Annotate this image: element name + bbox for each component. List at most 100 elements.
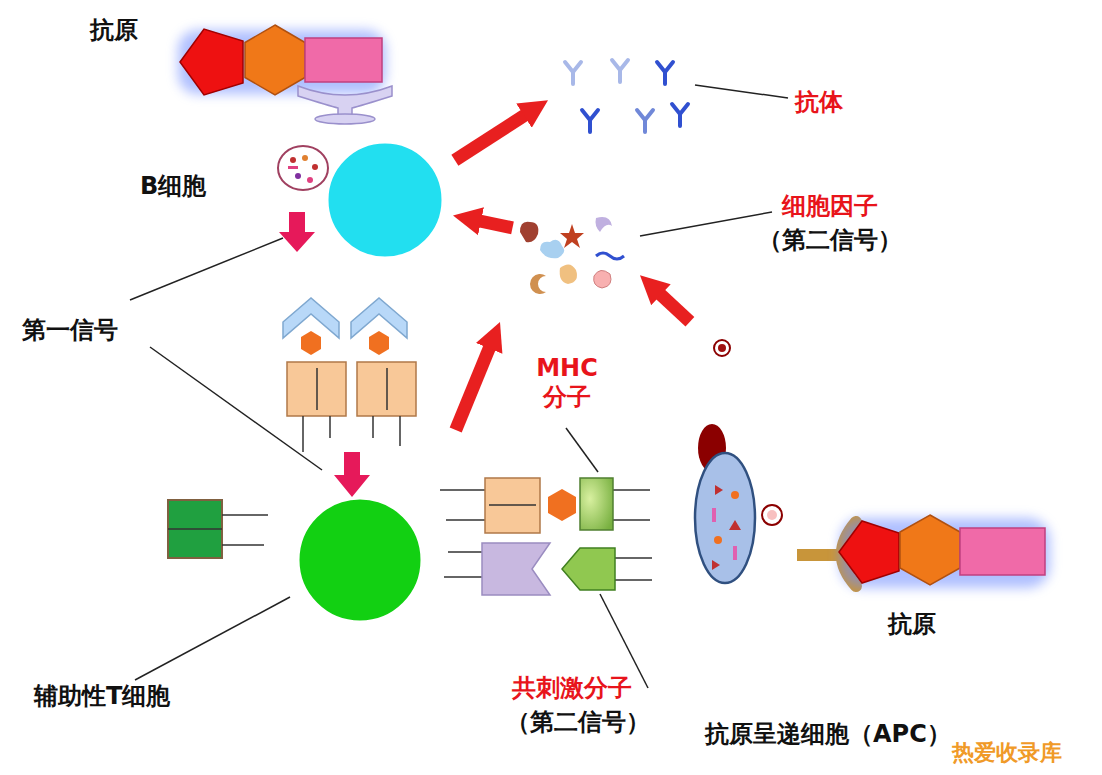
cd4-stalks	[222, 514, 268, 516]
antigen-presenting-cell: 抗原呈递细胞（APC）	[625, 255, 900, 700]
cd4-stalks	[222, 544, 264, 546]
endosome-fragments	[733, 546, 737, 560]
tcr-box	[357, 362, 416, 416]
vesicle-dot	[302, 155, 308, 161]
apc-spots	[756, 656, 764, 664]
tcr-divider	[316, 368, 318, 410]
mhc-label: MHC 分子	[522, 354, 612, 412]
cytokine-group: 细胞因子（第二信号）	[510, 212, 635, 300]
apc-granule	[762, 505, 782, 525]
b-cell-membrane	[259, 106, 441, 288]
endosome-fragments	[729, 520, 741, 530]
cytokine-glyphs	[594, 270, 611, 288]
cytokine-group-label: （第二信号）	[758, 226, 902, 255]
cytokine-glyphs	[540, 240, 564, 259]
cd4-divider	[168, 528, 222, 530]
endosome-fragments	[712, 560, 720, 570]
helper-t-cell-membrane	[261, 431, 449, 619]
tcr-stalks	[615, 557, 652, 559]
tcr-stalks	[440, 490, 652, 580]
b-cell-nucleus	[327, 142, 443, 258]
tcr-box	[485, 478, 540, 533]
antigen-pentagon	[839, 521, 899, 583]
cytokine-glyphs	[596, 217, 613, 232]
antigen-rect	[960, 528, 1045, 575]
b-cell-outline	[258, 105, 442, 289]
antibody-glyphs	[637, 110, 653, 132]
apc-granule	[718, 344, 726, 352]
vesicle-dot	[312, 164, 318, 170]
b-cell-vesicle	[278, 146, 328, 190]
cytokine-glyphs	[520, 217, 624, 294]
second-signal-label: （第二信号）	[506, 708, 650, 737]
mhc-molecule	[580, 478, 613, 530]
apc-spots	[837, 517, 843, 523]
tcr-stalks	[329, 416, 331, 438]
leader-line	[600, 594, 648, 688]
leader-line	[566, 428, 598, 472]
leader-line	[150, 347, 322, 470]
tcr-stalks	[372, 416, 374, 438]
apc-spots	[686, 326, 694, 334]
tcr-divider	[489, 504, 536, 506]
leader-line	[135, 597, 290, 680]
apc-spots	[742, 297, 748, 303]
antibody-glyphs	[672, 104, 688, 126]
apc-spots	[686, 616, 694, 624]
antigen-presenting-cell-outline	[625, 255, 900, 700]
antigen-presenting-cell-membrane	[636, 276, 897, 692]
receptor-base	[315, 114, 375, 124]
tcr-stalks	[613, 519, 650, 521]
vesicle-dot	[290, 157, 296, 163]
helper-t-cell-outline	[260, 430, 450, 620]
helper-t-cell: 辅助性T细胞	[260, 430, 450, 620]
leader-line	[695, 85, 788, 98]
endosome-fragments	[715, 485, 723, 495]
antigen-presenting-cell-label: 抗原呈递细胞（APC）	[705, 720, 951, 749]
antigen-top	[178, 25, 386, 95]
antibody-group: 抗体	[555, 50, 695, 135]
apc-granule	[767, 510, 777, 520]
cytokine-glyphs	[530, 274, 546, 294]
leader-line	[130, 238, 283, 300]
cytokine-group-label: 细胞因子	[782, 192, 878, 221]
signal-arrow	[456, 341, 493, 430]
cytokine-glyphs	[520, 222, 538, 243]
vesicle	[278, 146, 328, 190]
first-signal-label: 第一信号	[22, 316, 118, 345]
apc-spots	[827, 427, 833, 433]
apc-granule	[714, 340, 730, 356]
tcr-stalks	[444, 576, 482, 578]
antibody-glyphs	[582, 110, 598, 132]
apc-spots	[661, 416, 669, 424]
signal-arrow	[655, 289, 690, 322]
antibody-glyphs	[657, 62, 673, 84]
apc-spots	[766, 396, 774, 404]
cd4-stalks	[222, 515, 268, 545]
endosome-fragments	[731, 491, 739, 499]
apc-spots	[785, 595, 795, 605]
antigen-label: 抗原	[90, 16, 138, 45]
peptide-hexagon	[548, 489, 576, 521]
tcr-stalks	[302, 416, 304, 452]
peptide-hexagon	[369, 331, 389, 355]
tcr-divider	[386, 368, 388, 410]
endosome-fragments	[714, 536, 722, 544]
tcr-stalks	[448, 551, 482, 553]
first-signal-arrow	[279, 212, 315, 252]
cytokine-glyphs	[560, 264, 577, 284]
b-cell-label: B细胞	[140, 172, 206, 201]
apc-spots	[677, 557, 683, 563]
apc-endosome	[695, 453, 755, 583]
vesicle-dot	[295, 173, 301, 179]
apc-spots	[795, 355, 805, 365]
leader-line	[640, 212, 772, 236]
watermark: 热爱收录库	[952, 740, 1062, 766]
antigen-rect	[305, 38, 382, 82]
helper-t-cell-label: 辅助性T细胞	[34, 682, 170, 711]
antibody-glyphs	[565, 62, 581, 84]
signal-arrow	[455, 111, 531, 160]
peptide-hexagon	[301, 331, 321, 355]
antibody-group-outline	[555, 50, 695, 135]
